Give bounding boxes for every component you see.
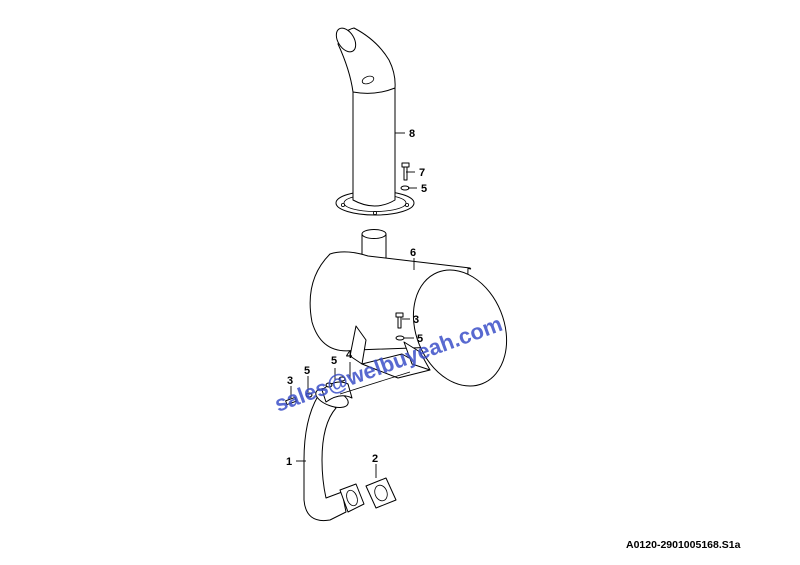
callout-labels: 8 7 5 6 3 5 4 5 5 3 1 2 [286,128,427,468]
muffler-part-6 [309,229,508,387]
gasket-part-2 [365,477,397,509]
callout-6: 6 [410,247,416,259]
callout-5-mid: 5 [331,355,337,367]
exhaust-stack-part-8 [335,27,415,216]
callout-4: 4 [346,349,353,361]
leader-lines [290,132,417,478]
callout-7: 7 [419,167,425,179]
exhaust-pipe-part-1 [303,387,365,522]
callout-5-top: 5 [421,183,427,195]
drawing-code: A0120-2901005168.S1a [626,539,741,551]
callout-2: 2 [372,453,378,465]
callout-3-lower: 3 [287,375,293,387]
callout-5-lower: 5 [304,365,310,377]
callout-5-upper: 5 [417,333,423,345]
callout-8: 8 [409,128,415,140]
clamp-hardware [285,162,411,406]
callout-1: 1 [286,456,292,468]
callout-3-upper: 3 [413,314,419,326]
